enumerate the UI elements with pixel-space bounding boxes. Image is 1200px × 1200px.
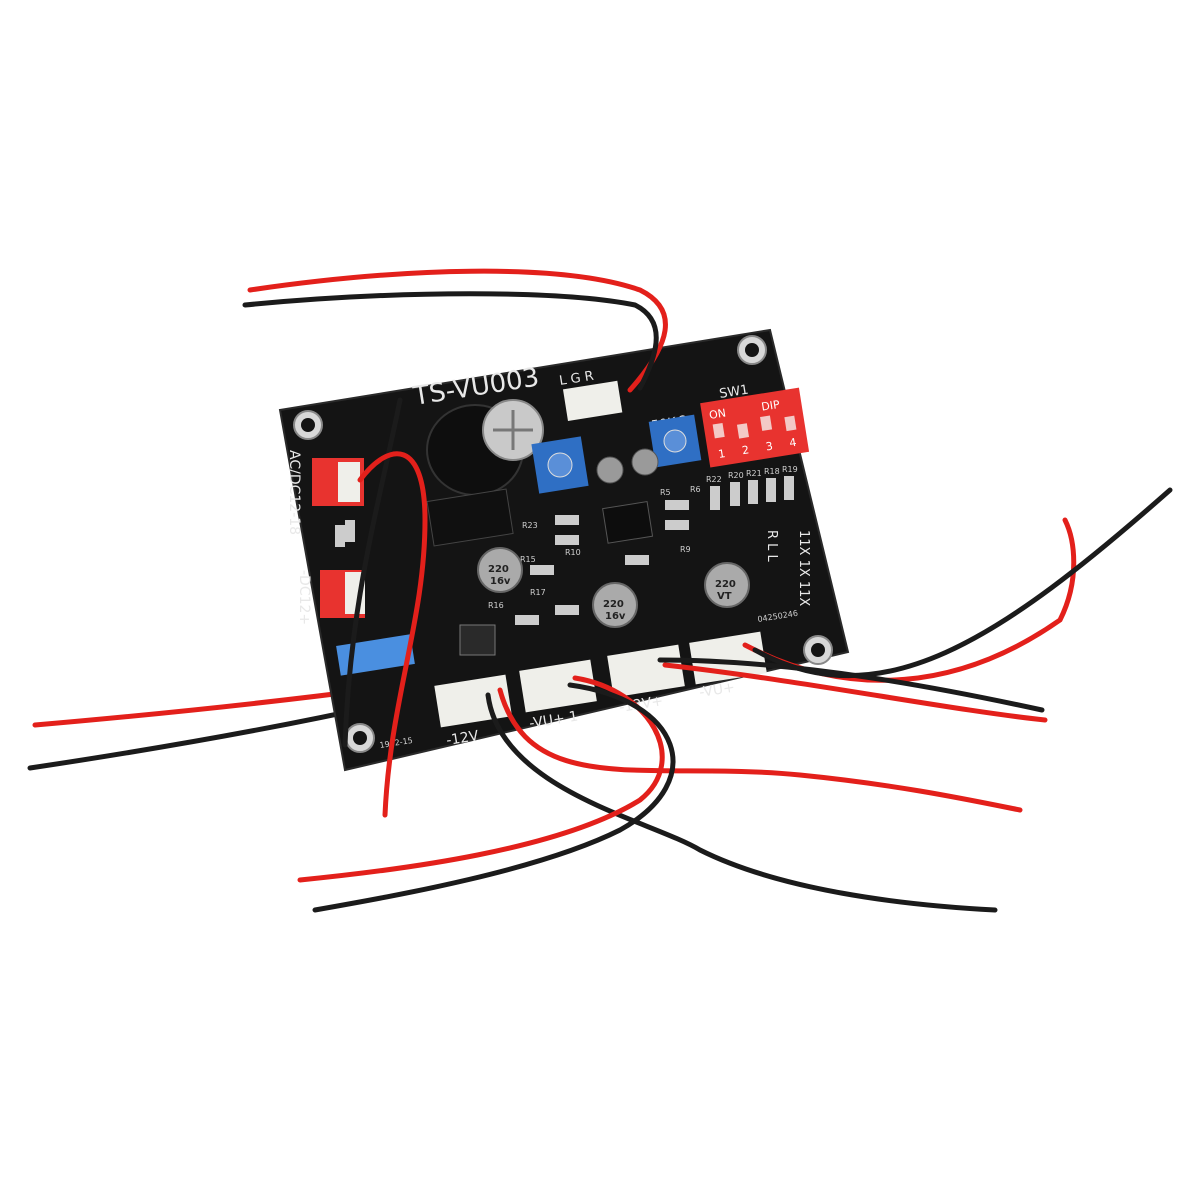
wire-black-bottom-right: [485, 692, 998, 913]
signal-pins-label: L G R: [558, 369, 595, 389]
inductor: [459, 624, 496, 656]
resistor-label: R6: [690, 485, 701, 494]
channel-col1: R L L: [764, 530, 779, 563]
wires-front: [242, 268, 1173, 913]
vu1-label: -VU+ 1: [528, 708, 579, 731]
resistor-label: R20: [728, 471, 744, 480]
dip-toggle-3: [760, 415, 773, 431]
pcb-board: TS-VU003 L G R SW1 50K-2 AC/DC12-18 -DC1…: [278, 328, 850, 772]
wire-red-right-mid: [662, 662, 1048, 723]
dip-number: 1: [717, 447, 726, 461]
resistor-label: R5: [660, 488, 671, 497]
wire-red-bottom-right: [497, 687, 1023, 813]
wire-red-top: [247, 268, 668, 393]
dip-toggle-1: [712, 422, 725, 439]
dip-label: DIP: [760, 398, 781, 414]
op-amp-chip: [602, 501, 654, 544]
dip-switch: ON DIP 1 2 3 4: [700, 387, 810, 468]
wire-red-vertical: [357, 451, 428, 818]
dip-number: 4: [788, 436, 797, 450]
resistor-label: R19: [782, 465, 798, 474]
trimmer-potentiometers: [336, 414, 702, 676]
resistor-label: R18: [764, 467, 780, 476]
resistors: R20 R21 R18 R19 R22 R23 R10 R15 R16 R17 …: [335, 465, 798, 625]
resistor-label: R22: [706, 475, 722, 484]
jp4-connector: [519, 659, 597, 713]
cap-marking: 220: [488, 564, 509, 575]
signal-input-connector: [562, 380, 623, 422]
resistor-label: R21: [746, 469, 762, 478]
cap-marking: 16v: [490, 576, 511, 587]
cap-marking: 220: [715, 579, 736, 590]
cap-marking: VT: [717, 591, 732, 602]
cap-marking: 220: [603, 599, 624, 610]
dip-toggle-2: [736, 423, 750, 439]
resistor-label: R9: [680, 545, 691, 554]
wire-black-bottom-left: [312, 682, 676, 913]
resistor-label: R17: [530, 588, 546, 597]
out-12v-label: -12V: [445, 728, 480, 749]
voltage-regulator: [426, 488, 514, 547]
vu3-label: -VU+: [698, 680, 736, 701]
dip-toggle-4: [784, 415, 797, 432]
dip-number: 3: [765, 440, 774, 454]
wire-black-top: [242, 291, 659, 391]
channel-col2: 11X 1X 11X: [796, 530, 811, 606]
cap-marking: 16v: [605, 611, 626, 622]
wire-black-right-mid: [657, 657, 1045, 713]
wire-black-vertical: [342, 397, 403, 748]
dip-on-label: ON: [708, 406, 727, 421]
small-capacitors: [596, 448, 659, 484]
power-in-label: AC/DC12-18: [286, 450, 302, 535]
resistor-label: R23: [522, 521, 538, 530]
resistor-label: R16: [488, 601, 504, 610]
dip-number: 2: [741, 443, 750, 457]
resistor-label: R10: [565, 548, 581, 557]
resistor-label: R15: [520, 555, 536, 564]
electrolytic-capacitors: 220 16v 220 16v 220 VT: [477, 547, 750, 628]
dc-out-label: -DC12+: [296, 570, 312, 625]
